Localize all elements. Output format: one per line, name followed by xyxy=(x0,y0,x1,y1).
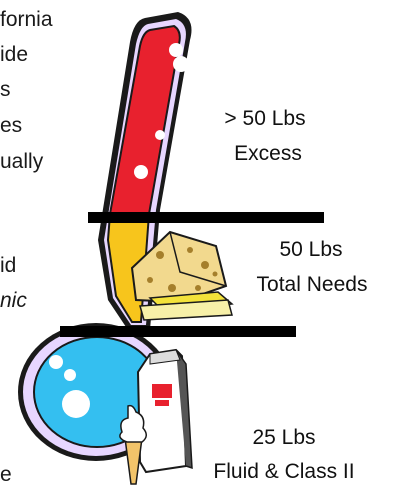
side-text-line-2: ide xyxy=(0,42,28,68)
fluid-class-amount-label: 25 Lbs xyxy=(252,426,315,450)
total-needs-amount-label: 50 Lbs xyxy=(279,238,342,262)
side-text-line-6: id xyxy=(0,253,16,279)
side-text-line-5: ually xyxy=(0,149,43,175)
side-text-line-1: fornia xyxy=(0,7,53,33)
needs-threshold-bar xyxy=(60,326,296,337)
side-text-line-4: es xyxy=(0,113,22,139)
total-needs-caption-label: Total Needs xyxy=(257,273,368,297)
side-text-line-7: nic xyxy=(0,288,27,314)
excess-amount-label: > 50 Lbs xyxy=(224,107,305,131)
excess-threshold-bar xyxy=(88,212,324,223)
excess-caption-label: Excess xyxy=(234,142,302,166)
side-text-line-8: e xyxy=(0,462,12,488)
fluid-class-caption-label: Fluid & Class II xyxy=(213,460,354,484)
milk-carton-icon xyxy=(138,350,192,472)
side-text-line-3: s xyxy=(0,77,11,103)
